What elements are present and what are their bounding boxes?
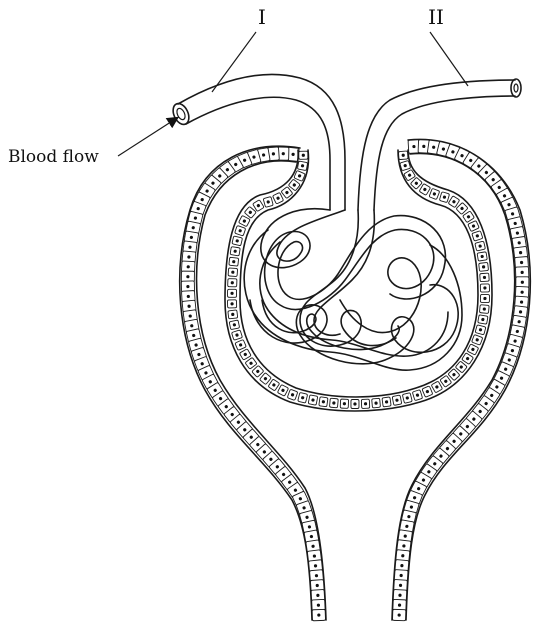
epithelial-cell [227,300,236,308]
afferent-arteriole [170,74,345,210]
epithelial-cell [400,161,411,171]
label-blood-flow: Blood flow [8,147,99,167]
epithelial-cell [467,344,479,355]
epithelial-cell [372,398,381,408]
epithelial-cell [455,361,467,373]
epithelial-cell [463,211,475,223]
epithelial-cell [478,315,488,324]
epithelial-cell [479,262,489,271]
epithelial-cell [268,379,280,391]
epithelial-cell [382,397,391,407]
epithelial-cell [477,252,487,261]
epithelial-cell [329,398,338,408]
epithelial-cell [260,373,272,385]
epithelial-cell [431,381,442,393]
leader-line-vessel-one [212,32,256,92]
epithelial-cell [294,170,305,181]
epithelial-cell [456,202,468,214]
epithelial-cell [448,196,460,208]
epithelial-cell [299,151,308,159]
epithelial-cell [472,231,483,241]
epithelial-cell [402,393,412,404]
epithelial-cell [287,389,298,400]
epithelial-cell [239,349,251,360]
epithelial-cell [475,325,486,335]
epithelial-cell [410,177,422,189]
epithelial-cell [297,161,307,171]
epithelial-cell [281,187,293,199]
epithelial-cell [480,294,489,302]
epithelial-cell [235,225,246,235]
epithelial-cell [480,284,489,292]
outer-wall-cells [181,140,529,621]
epithelial-cell [440,375,452,387]
epithelial-cell [239,215,251,226]
epithelial-cell [244,206,256,218]
epithelial-cell [263,197,273,208]
epithelial-cell [229,257,239,266]
epithelial-cell [232,236,243,246]
epithelial-cell [298,392,308,403]
epithelial-cell [272,192,283,204]
epithelial-cell [277,385,288,397]
epithelial-cell [361,399,369,408]
epithelial-cell [340,399,348,408]
epithelial-cell [439,192,449,203]
epithelial-cell [308,395,318,405]
epithelial-cell [472,334,483,345]
epithelial-cell [419,184,430,196]
epithelial-cell [232,330,243,340]
epithelial-cell [412,390,422,401]
epithelial-cell [253,200,265,212]
epithelial-cell [319,397,328,407]
epithelial-cell [462,353,474,365]
leader-line-vessel-two [430,32,468,86]
epithelial-cell [228,310,238,319]
epithelial-cell [429,188,440,199]
epithelial-cell [398,151,408,160]
epithelial-cell [245,357,257,369]
epithelial-cell [392,395,402,405]
epithelial-cell [252,365,264,377]
epithelial-cell [312,609,325,620]
epithelial-cell [480,273,489,282]
epithelial-cell [228,268,238,277]
epithelial-cell [227,289,236,297]
blood-flow-arrow [118,118,177,156]
bowmans-capsule-outer-wall [180,139,531,620]
label-vessel-one: I [258,5,266,29]
epithelial-cell [479,305,489,314]
label-vessel-two: II [428,5,444,29]
epithelial-cell [468,221,480,232]
epithelial-cell [230,247,240,256]
epithelial-cell [229,320,239,330]
epithelial-cell [235,340,246,351]
epithelial-cell [475,241,486,251]
glomerulus-capillary-tuft [244,209,462,370]
epithelial-cell [422,386,433,397]
epithelial-cell [228,279,237,287]
epithelial-cell [392,609,405,620]
epithelial-cell [351,399,359,408]
epithelial-cell [448,369,460,381]
